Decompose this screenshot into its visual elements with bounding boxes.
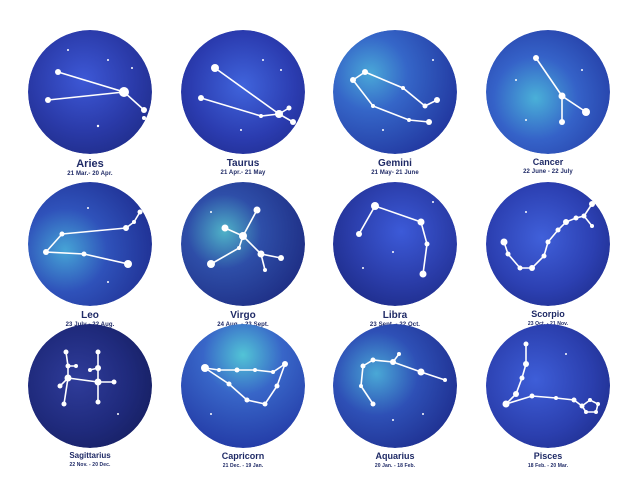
sign-name: Libra xyxy=(382,310,408,321)
sign-name: Pisces xyxy=(533,451,563,461)
virgo-constellation-icon xyxy=(181,182,305,306)
scorpio-constellation-icon xyxy=(486,182,610,306)
zodiac-card-virgo: Virgo 24 Aug. - 23 Sept. xyxy=(168,182,318,328)
sign-name: Sagittarius xyxy=(69,451,111,460)
sign-dates: 20 Jan. - 18 Feb. xyxy=(374,462,416,469)
sagittarius-constellation-icon xyxy=(28,324,152,448)
aquarius-constellation-icon xyxy=(333,324,457,448)
sign-name: Taurus xyxy=(226,158,260,169)
zodiac-card-libra: Libra 23 Sept. - 22 Oct. xyxy=(320,182,470,328)
sign-dates: 21 May- 21 June xyxy=(371,170,419,176)
zodiac-card-taurus: Taurus 21 Apr.- 21 May xyxy=(168,30,318,176)
taurus-constellation-icon xyxy=(181,30,305,154)
capricorn-constellation-icon xyxy=(181,324,305,448)
sign-dates: 21 Dec. - 19 Jan. xyxy=(222,462,264,469)
libra-constellation-icon xyxy=(333,182,457,306)
zodiac-card-capricorn: Capricorn 21 Dec. - 19 Jan. xyxy=(168,324,318,469)
cancer-constellation-icon xyxy=(486,30,610,154)
zodiac-card-scorpio: Scorpio 23 Oct. - 21 Nov. xyxy=(473,182,623,327)
zodiac-card-cancer: Cancer 22 June - 22 July xyxy=(473,30,623,175)
sign-dates: 21 Mar.- 20 Apr. xyxy=(67,171,113,178)
sign-dates: 18 Feb. - 20 Mar. xyxy=(527,462,569,469)
sign-name: Leo xyxy=(81,310,99,321)
sign-dates: 22 June - 22 July xyxy=(523,168,573,175)
sign-name: Virgo xyxy=(230,310,256,321)
sign-name: Gemini xyxy=(378,158,412,169)
zodiac-card-leo: Leo 23 July - 22 Aug. xyxy=(15,182,165,328)
aries-constellation-icon xyxy=(28,30,152,154)
sign-dates: 21 Apr.- 21 May xyxy=(220,170,266,176)
sign-name: Cancer xyxy=(532,157,564,167)
gemini-constellation-icon xyxy=(333,30,457,154)
zodiac-card-pisces: Pisces 18 Feb. - 20 Mar. xyxy=(473,324,623,469)
zodiac-card-gemini: Gemini 21 May- 21 June xyxy=(320,30,470,176)
sign-name: Scorpio xyxy=(531,309,565,319)
pisces-constellation-icon xyxy=(486,324,610,448)
zodiac-card-aquarius: Aquarius 20 Jan. - 18 Feb. xyxy=(320,324,470,469)
sign-name: Aquarius xyxy=(375,451,415,461)
leo-constellation-icon xyxy=(28,182,152,306)
sign-dates: 23 Oct. - 21 Nov. xyxy=(527,320,569,327)
sign-name: Aries xyxy=(76,158,104,170)
sign-name: Capricorn xyxy=(221,451,265,461)
sign-dates: 22 Nov. - 20 Dec. xyxy=(69,461,111,468)
zodiac-card-aries: Aries 21 Mar.- 20 Apr. xyxy=(15,30,165,177)
zodiac-card-sagittarius: Sagittarius 22 Nov. - 20 Dec. xyxy=(15,324,165,468)
